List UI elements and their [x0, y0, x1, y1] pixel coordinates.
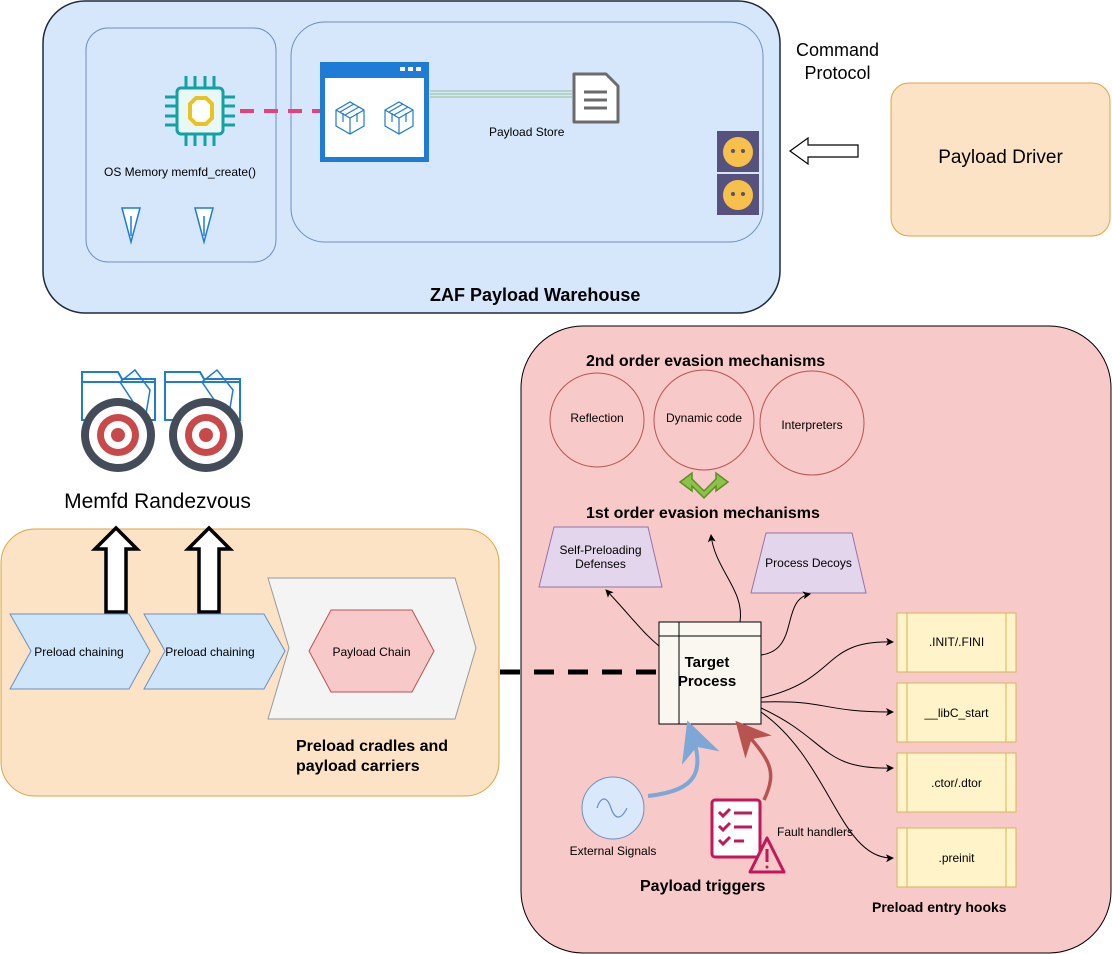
- chain-chevron-1: [9, 613, 151, 690]
- os-memory-label: OS Memory memfd_create(): [104, 165, 257, 179]
- second-order-title: 2nd order evasion mechanisms: [586, 353, 826, 370]
- payload-hexagon: [308, 609, 435, 693]
- external-signals-label: External Signals: [569, 844, 657, 858]
- self-preloading-line2: Defenses: [575, 557, 626, 571]
- hook-boxes: [896, 612, 1017, 888]
- payload-driver-label: Payload Driver: [938, 147, 1063, 168]
- chain2-label: Preload chaining: [165, 645, 255, 659]
- green-double-arrow: [678, 471, 730, 500]
- command-protocol-line1: Command: [795, 40, 880, 60]
- reflection-circle: [549, 372, 645, 468]
- dynamic-code-label: Dynamic code: [665, 411, 743, 425]
- first-order-title: 1st order evasion mechanisms: [586, 505, 820, 522]
- hook-ctor-dtor: .ctor/.dtor: [931, 776, 982, 790]
- target-label-line1: Target: [684, 654, 730, 671]
- command-arrow: [788, 136, 859, 166]
- pointer-icon: [121, 207, 214, 245]
- up-arrow-1: [90, 525, 142, 614]
- target-process-box: [658, 621, 762, 725]
- hook-preinit: .preinit: [938, 851, 975, 865]
- dynamic-code-circle: [653, 369, 755, 471]
- chain-chevron-2: [143, 613, 286, 690]
- document-icon: [572, 72, 620, 124]
- cradles-caption-line1: Preload cradles and: [296, 738, 449, 755]
- signal-icon: [581, 776, 645, 840]
- payload-chain-label: Payload Chain: [332, 645, 411, 659]
- triggers-caption: Payload triggers: [640, 878, 766, 895]
- socket-icon: [717, 131, 759, 215]
- cradles-caption-line2: payload carriers: [296, 758, 420, 775]
- memfd-label: Memfd Randezvous: [64, 490, 251, 513]
- interpreters-label: Interpreters: [781, 418, 843, 432]
- fault-handlers-label: Fault handlers: [777, 825, 854, 839]
- up-arrow-2: [183, 525, 235, 614]
- fault-handlers-icon: [710, 798, 786, 874]
- self-preloading-line1: Self-Preloading: [559, 543, 642, 557]
- reflection-label: Reflection: [570, 411, 624, 425]
- interpreters-circle: [759, 370, 865, 476]
- hook-libc-start: __libC_start: [924, 706, 989, 720]
- payload-window-icon: [320, 62, 429, 162]
- payload-store-label: Payload Store: [489, 125, 565, 139]
- hook-init-fini: .INIT/.FINI: [928, 635, 985, 649]
- warehouse-title: ZAF Payload Warehouse: [430, 285, 641, 305]
- chain1-label: Preload chaining: [34, 645, 124, 659]
- chip-icon: [165, 76, 235, 146]
- target-folder-icon: [81, 368, 243, 472]
- process-decoys-label: Process Decoys: [765, 556, 852, 570]
- hooks-caption: Preload entry hooks: [872, 899, 1007, 915]
- payload-driver-box: [890, 82, 1111, 237]
- target-label-line2: Process: [677, 673, 737, 690]
- process-decoys-trapezoid: [750, 532, 867, 594]
- command-protocol-line2: Protocol: [804, 63, 871, 83]
- self-preloading-trapezoid: [538, 526, 663, 588]
- os-memory-panel: [85, 27, 277, 263]
